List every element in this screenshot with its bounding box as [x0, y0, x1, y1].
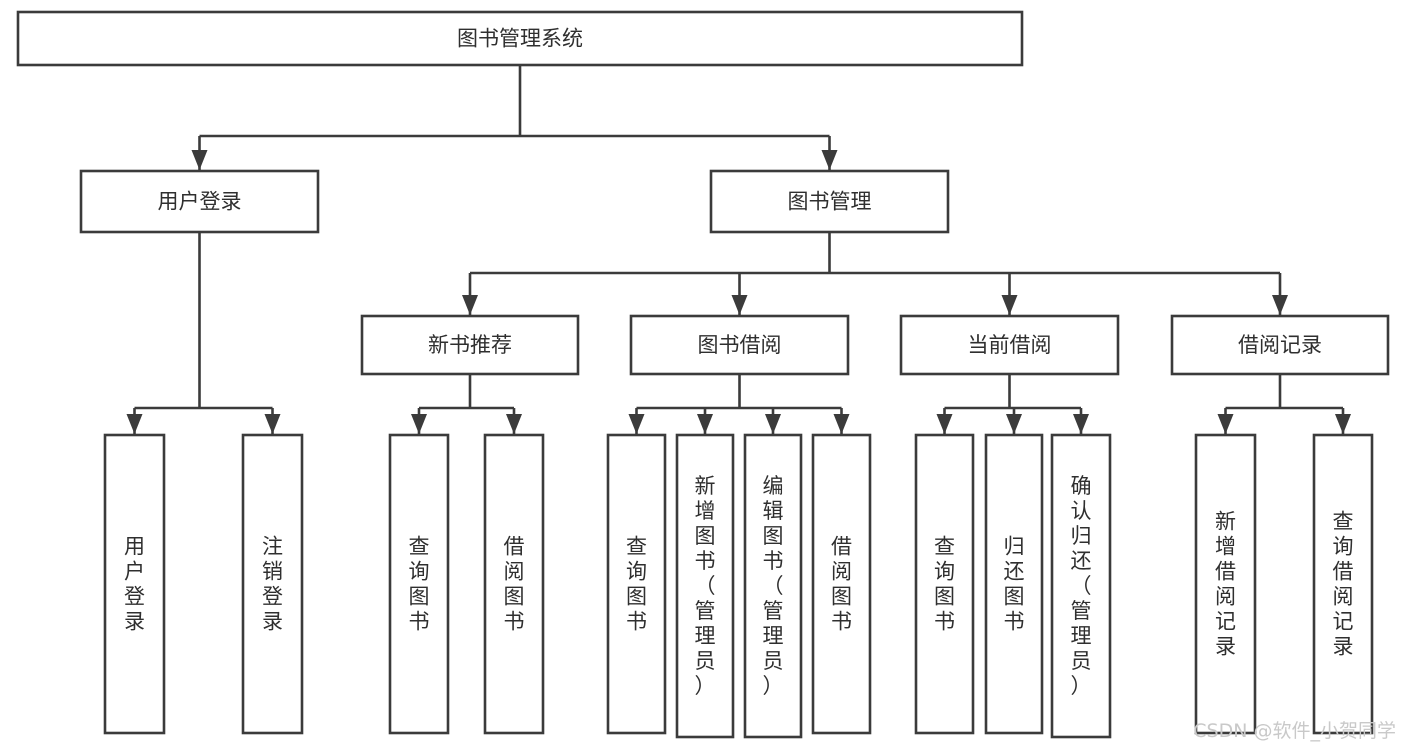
node-box-leaf-rec-query[interactable] — [388, 433, 450, 735]
node-label-user-login: 用户登录 — [158, 190, 242, 214]
node-root[interactable]: 图书管理系统 — [16, 10, 1024, 67]
node-leaf-rec-add[interactable]: 新增借阅记录 — [1194, 433, 1257, 735]
node-box-borrow-record[interactable] — [1170, 314, 1390, 376]
node-new-book-rec[interactable]: 新书推荐 — [360, 314, 580, 376]
node-box-leaf-cur-query[interactable] — [914, 433, 975, 735]
node-leaf-cur-return[interactable]: 归还图书 — [984, 433, 1044, 735]
arrow-head-icon — [697, 414, 713, 434]
node-leaf-rec-query[interactable]: 查询图书 — [388, 433, 450, 735]
node-box-leaf-cur-confirm[interactable] — [1050, 433, 1112, 739]
node-label-leaf-cur-return: 归还图书 — [1004, 535, 1025, 634]
node-box-leaf-borrow-add[interactable] — [675, 433, 735, 739]
node-book-borrow[interactable]: 图书借阅 — [629, 314, 850, 376]
node-box-user-login[interactable] — [79, 169, 320, 234]
node-leaf-cur-confirm[interactable]: 确认归还（管理员） — [1050, 433, 1112, 739]
node-label-leaf-rec-add: 新增借阅记录 — [1215, 510, 1236, 659]
arrow-head-icon — [191, 150, 208, 170]
node-label-new-book-rec: 新书推荐 — [428, 333, 512, 357]
node-leaf-rec-borrow[interactable]: 借阅图书 — [483, 433, 545, 735]
node-box-leaf-cur-return[interactable] — [984, 433, 1044, 735]
node-leaf-user-logout[interactable]: 注销登录 — [241, 433, 304, 735]
csdn-watermark: CSDN @软件_小贺同学 — [1193, 720, 1396, 742]
node-label-book-manage: 图书管理 — [788, 190, 872, 214]
node-box-leaf-borrow-do[interactable] — [811, 433, 872, 735]
arrow-head-icon — [765, 414, 781, 434]
node-label-book-borrow: 图书借阅 — [698, 333, 782, 357]
arrow-head-icon — [462, 295, 478, 315]
node-box-book-manage[interactable] — [709, 169, 950, 234]
node-label-leaf-rec-borrow: 借阅图书 — [504, 535, 525, 634]
node-box-leaf-rec-query2[interactable] — [1312, 433, 1374, 735]
arrow-head-icon — [1006, 414, 1022, 434]
arrow-head-icon — [506, 414, 522, 434]
node-label-leaf-cur-confirm: 确认归还（管理员） — [1071, 474, 1092, 698]
node-leaf-rec-query2[interactable]: 查询借阅记录 — [1312, 433, 1374, 735]
arrow-head-icon — [936, 414, 953, 434]
node-current-borrow[interactable]: 当前借阅 — [899, 314, 1120, 376]
arrow-head-icon — [1073, 414, 1089, 434]
node-leaf-borrow-edit[interactable]: 编辑图书（管理员） — [743, 433, 803, 739]
arrow-head-icon — [1335, 414, 1351, 434]
connector-layer — [126, 65, 1351, 434]
arrow-head-icon — [1272, 295, 1288, 315]
node-box-leaf-borrow-query[interactable] — [606, 433, 667, 735]
node-label-leaf-rec-query2: 查询借阅记录 — [1333, 510, 1354, 659]
arrow-head-icon — [126, 414, 143, 434]
node-box-leaf-user-logout[interactable] — [241, 433, 304, 735]
node-book-manage[interactable]: 图书管理 — [709, 169, 950, 234]
node-user-login[interactable]: 用户登录 — [79, 169, 320, 234]
node-leaf-borrow-query[interactable]: 查询图书 — [606, 433, 667, 735]
node-box-leaf-rec-add[interactable] — [1194, 433, 1257, 735]
node-box-book-borrow[interactable] — [629, 314, 850, 376]
node-label-root: 图书管理系统 — [457, 27, 583, 51]
node-label-leaf-user-logout: 注销登录 — [262, 535, 283, 634]
node-label-leaf-borrow-edit: 编辑图书（管理员） — [763, 474, 784, 698]
node-leaf-borrow-do[interactable]: 借阅图书 — [811, 433, 872, 735]
node-label-leaf-rec-query: 查询图书 — [409, 535, 430, 634]
node-label-leaf-borrow-do: 借阅图书 — [831, 535, 852, 634]
node-borrow-record[interactable]: 借阅记录 — [1170, 314, 1390, 376]
arrow-head-icon — [411, 414, 427, 434]
node-label-leaf-borrow-query: 查询图书 — [626, 535, 647, 634]
node-label-leaf-user-login: 用户登录 — [124, 535, 145, 634]
node-leaf-borrow-add[interactable]: 新增图书（管理员） — [675, 433, 735, 739]
arrow-head-icon — [628, 414, 645, 434]
node-box-new-book-rec[interactable] — [360, 314, 580, 376]
node-box-leaf-rec-borrow[interactable] — [483, 433, 545, 735]
node-leaf-user-login[interactable]: 用户登录 — [103, 433, 166, 735]
node-box-root[interactable] — [16, 10, 1024, 67]
node-leaf-cur-query[interactable]: 查询图书 — [914, 433, 975, 735]
node-box-leaf-user-login[interactable] — [103, 433, 166, 735]
arrow-head-icon — [264, 414, 281, 434]
node-label-leaf-borrow-add: 新增图书（管理员） — [695, 474, 716, 698]
node-layer: 图书管理系统用户登录图书管理新书推荐图书借阅当前借阅借阅记录用户登录注销登录查询… — [16, 10, 1390, 739]
arrow-head-icon — [833, 414, 850, 434]
arrow-head-icon — [731, 295, 748, 315]
arrow-head-icon — [821, 150, 838, 170]
node-label-current-borrow: 当前借阅 — [968, 333, 1052, 357]
arrow-head-icon — [1001, 295, 1018, 315]
node-box-leaf-borrow-edit[interactable] — [743, 433, 803, 739]
arrow-head-icon — [1217, 414, 1234, 434]
node-box-current-borrow[interactable] — [899, 314, 1120, 376]
node-label-leaf-cur-query: 查询图书 — [934, 535, 955, 634]
node-label-borrow-record: 借阅记录 — [1238, 333, 1322, 357]
